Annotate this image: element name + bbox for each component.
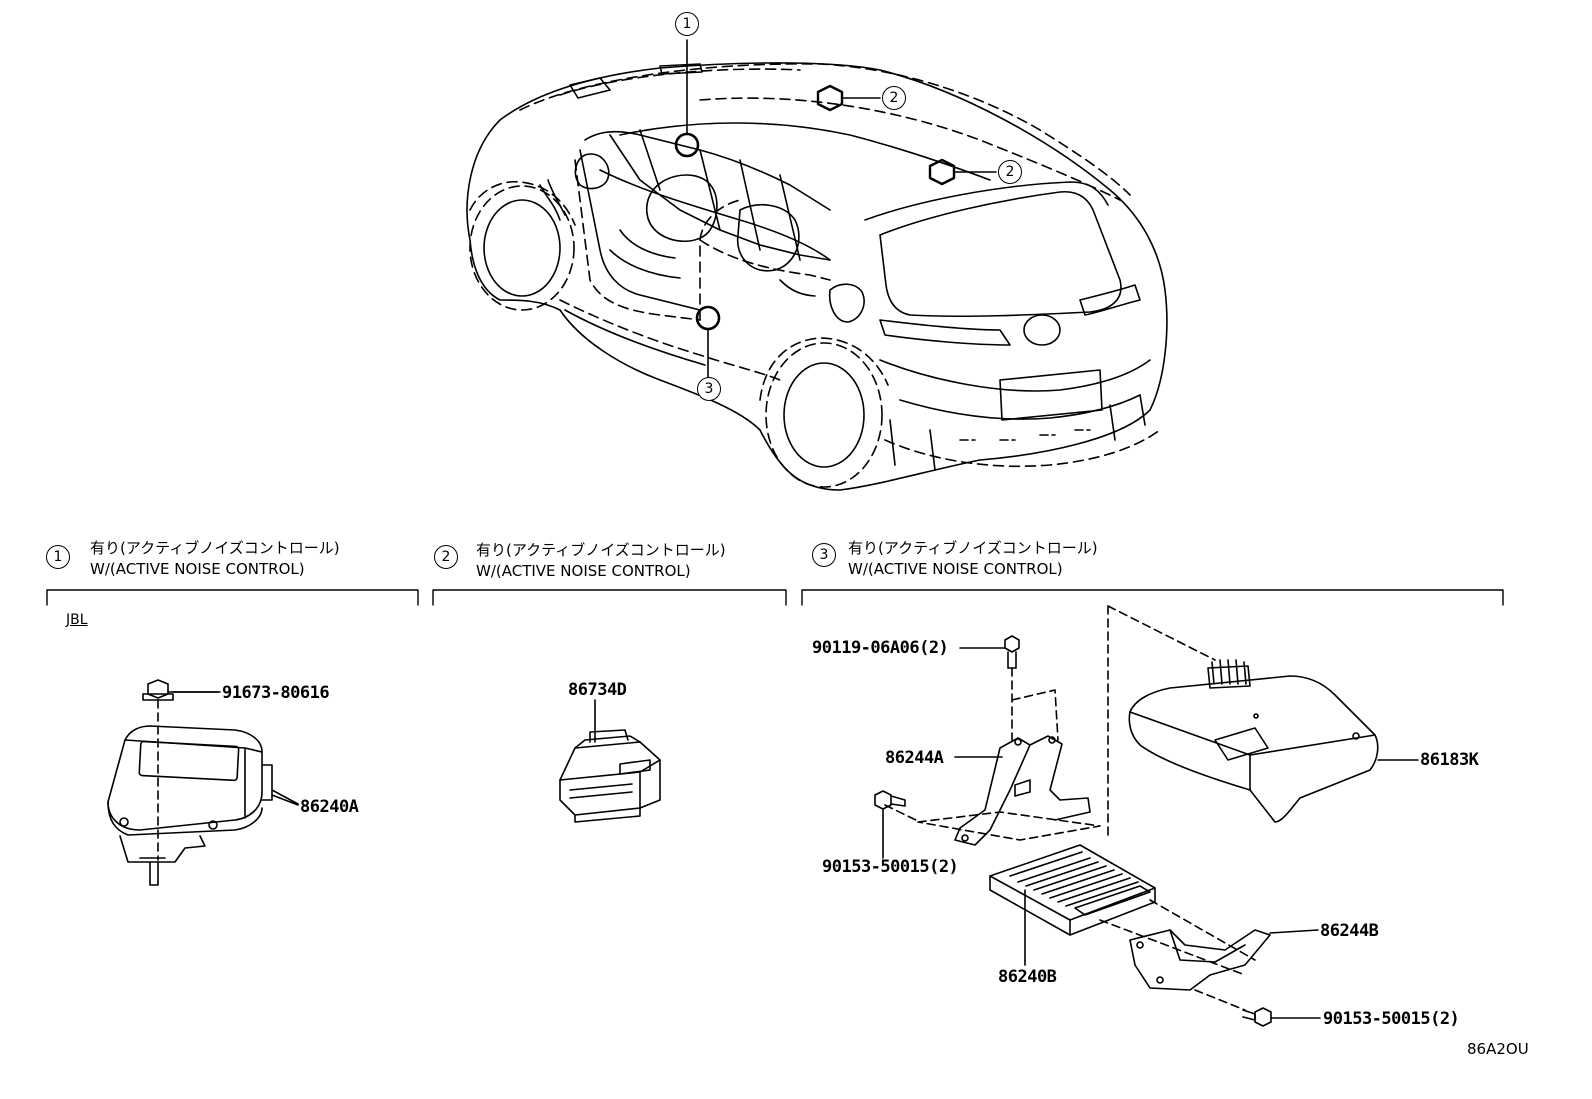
part-86240a[interactable]: 86240A: [300, 797, 359, 817]
section-1-title-en: W/(ACTIVE NOISE CONTROL): [90, 560, 305, 578]
section-1-title-jp: 有り(アクティブノイズコントロール): [90, 539, 340, 557]
part-90153-50015-bottom[interactable]: 90153-50015(2): [1323, 1009, 1460, 1029]
anc-section3-illustration: [874, 605, 1419, 1027]
section-brackets: [46, 589, 1504, 606]
part-86244b[interactable]: 86244B: [1320, 921, 1379, 941]
part-86244a[interactable]: 86244A: [885, 748, 944, 768]
section-3-title-en: W/(ACTIVE NOISE CONTROL): [848, 560, 1063, 578]
callout-2-lower: 2: [998, 160, 1022, 184]
part-86240b[interactable]: 86240B: [998, 967, 1057, 987]
section-2-title-en: W/(ACTIVE NOISE CONTROL): [476, 562, 691, 580]
mic-86734d-illustration: [559, 699, 661, 823]
part-86183k[interactable]: 86183K: [1420, 750, 1479, 770]
ecu-86240a-illustration: [107, 679, 299, 886]
section-3-title-jp: 有り(アクティブノイズコントロール): [848, 539, 1098, 557]
part-90119-06a06[interactable]: 90119-06A06(2): [812, 638, 949, 658]
variant-tag-jbl: JBL: [66, 612, 88, 628]
part-91673-80616[interactable]: 91673-80616: [222, 683, 330, 703]
section-3-number: 3: [812, 543, 836, 567]
diagram-code: 86A2OU: [1467, 1040, 1529, 1058]
part-86734d[interactable]: 86734D: [568, 680, 627, 700]
section-2-number: 2: [434, 545, 458, 569]
section-2-title-jp: 有り(アクティブノイズコントロール): [476, 541, 726, 559]
part-90153-50015-left[interactable]: 90153-50015(2): [822, 857, 959, 877]
callout-2-upper: 2: [882, 86, 906, 110]
vehicle-illustration: [466, 39, 1168, 491]
section-1-number: 1: [46, 545, 70, 569]
leader-86240a: [271, 794, 299, 806]
callout-1: 1: [675, 12, 699, 36]
callout-3: 3: [697, 377, 721, 401]
